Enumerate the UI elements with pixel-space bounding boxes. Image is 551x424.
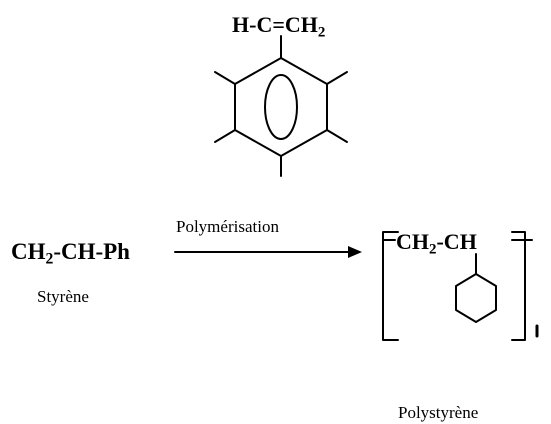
benzene-ring-top	[234, 57, 328, 157]
monomer-name: Styrène	[37, 287, 89, 306]
polymer-name: Polystyrène	[398, 403, 479, 422]
monomer-formula: CH2-CH-Ph	[11, 239, 130, 268]
pendant-ring	[455, 273, 497, 323]
reaction-label: Polymérisation	[176, 217, 279, 236]
aromatic-circle	[264, 74, 298, 140]
bracket-left	[382, 231, 399, 341]
ring-stub-upper-left	[214, 71, 236, 85]
ring-stub-upper-right	[326, 71, 348, 85]
bracket-right	[511, 231, 526, 341]
ring-stub-lower-left	[214, 129, 236, 143]
ring-stub-lower-right	[326, 129, 348, 143]
reaction-arrow-head	[348, 246, 362, 258]
vinyl-group-label: H-C=CH2	[232, 12, 326, 41]
repeat-unit-formula: CH2-CH	[396, 229, 477, 258]
